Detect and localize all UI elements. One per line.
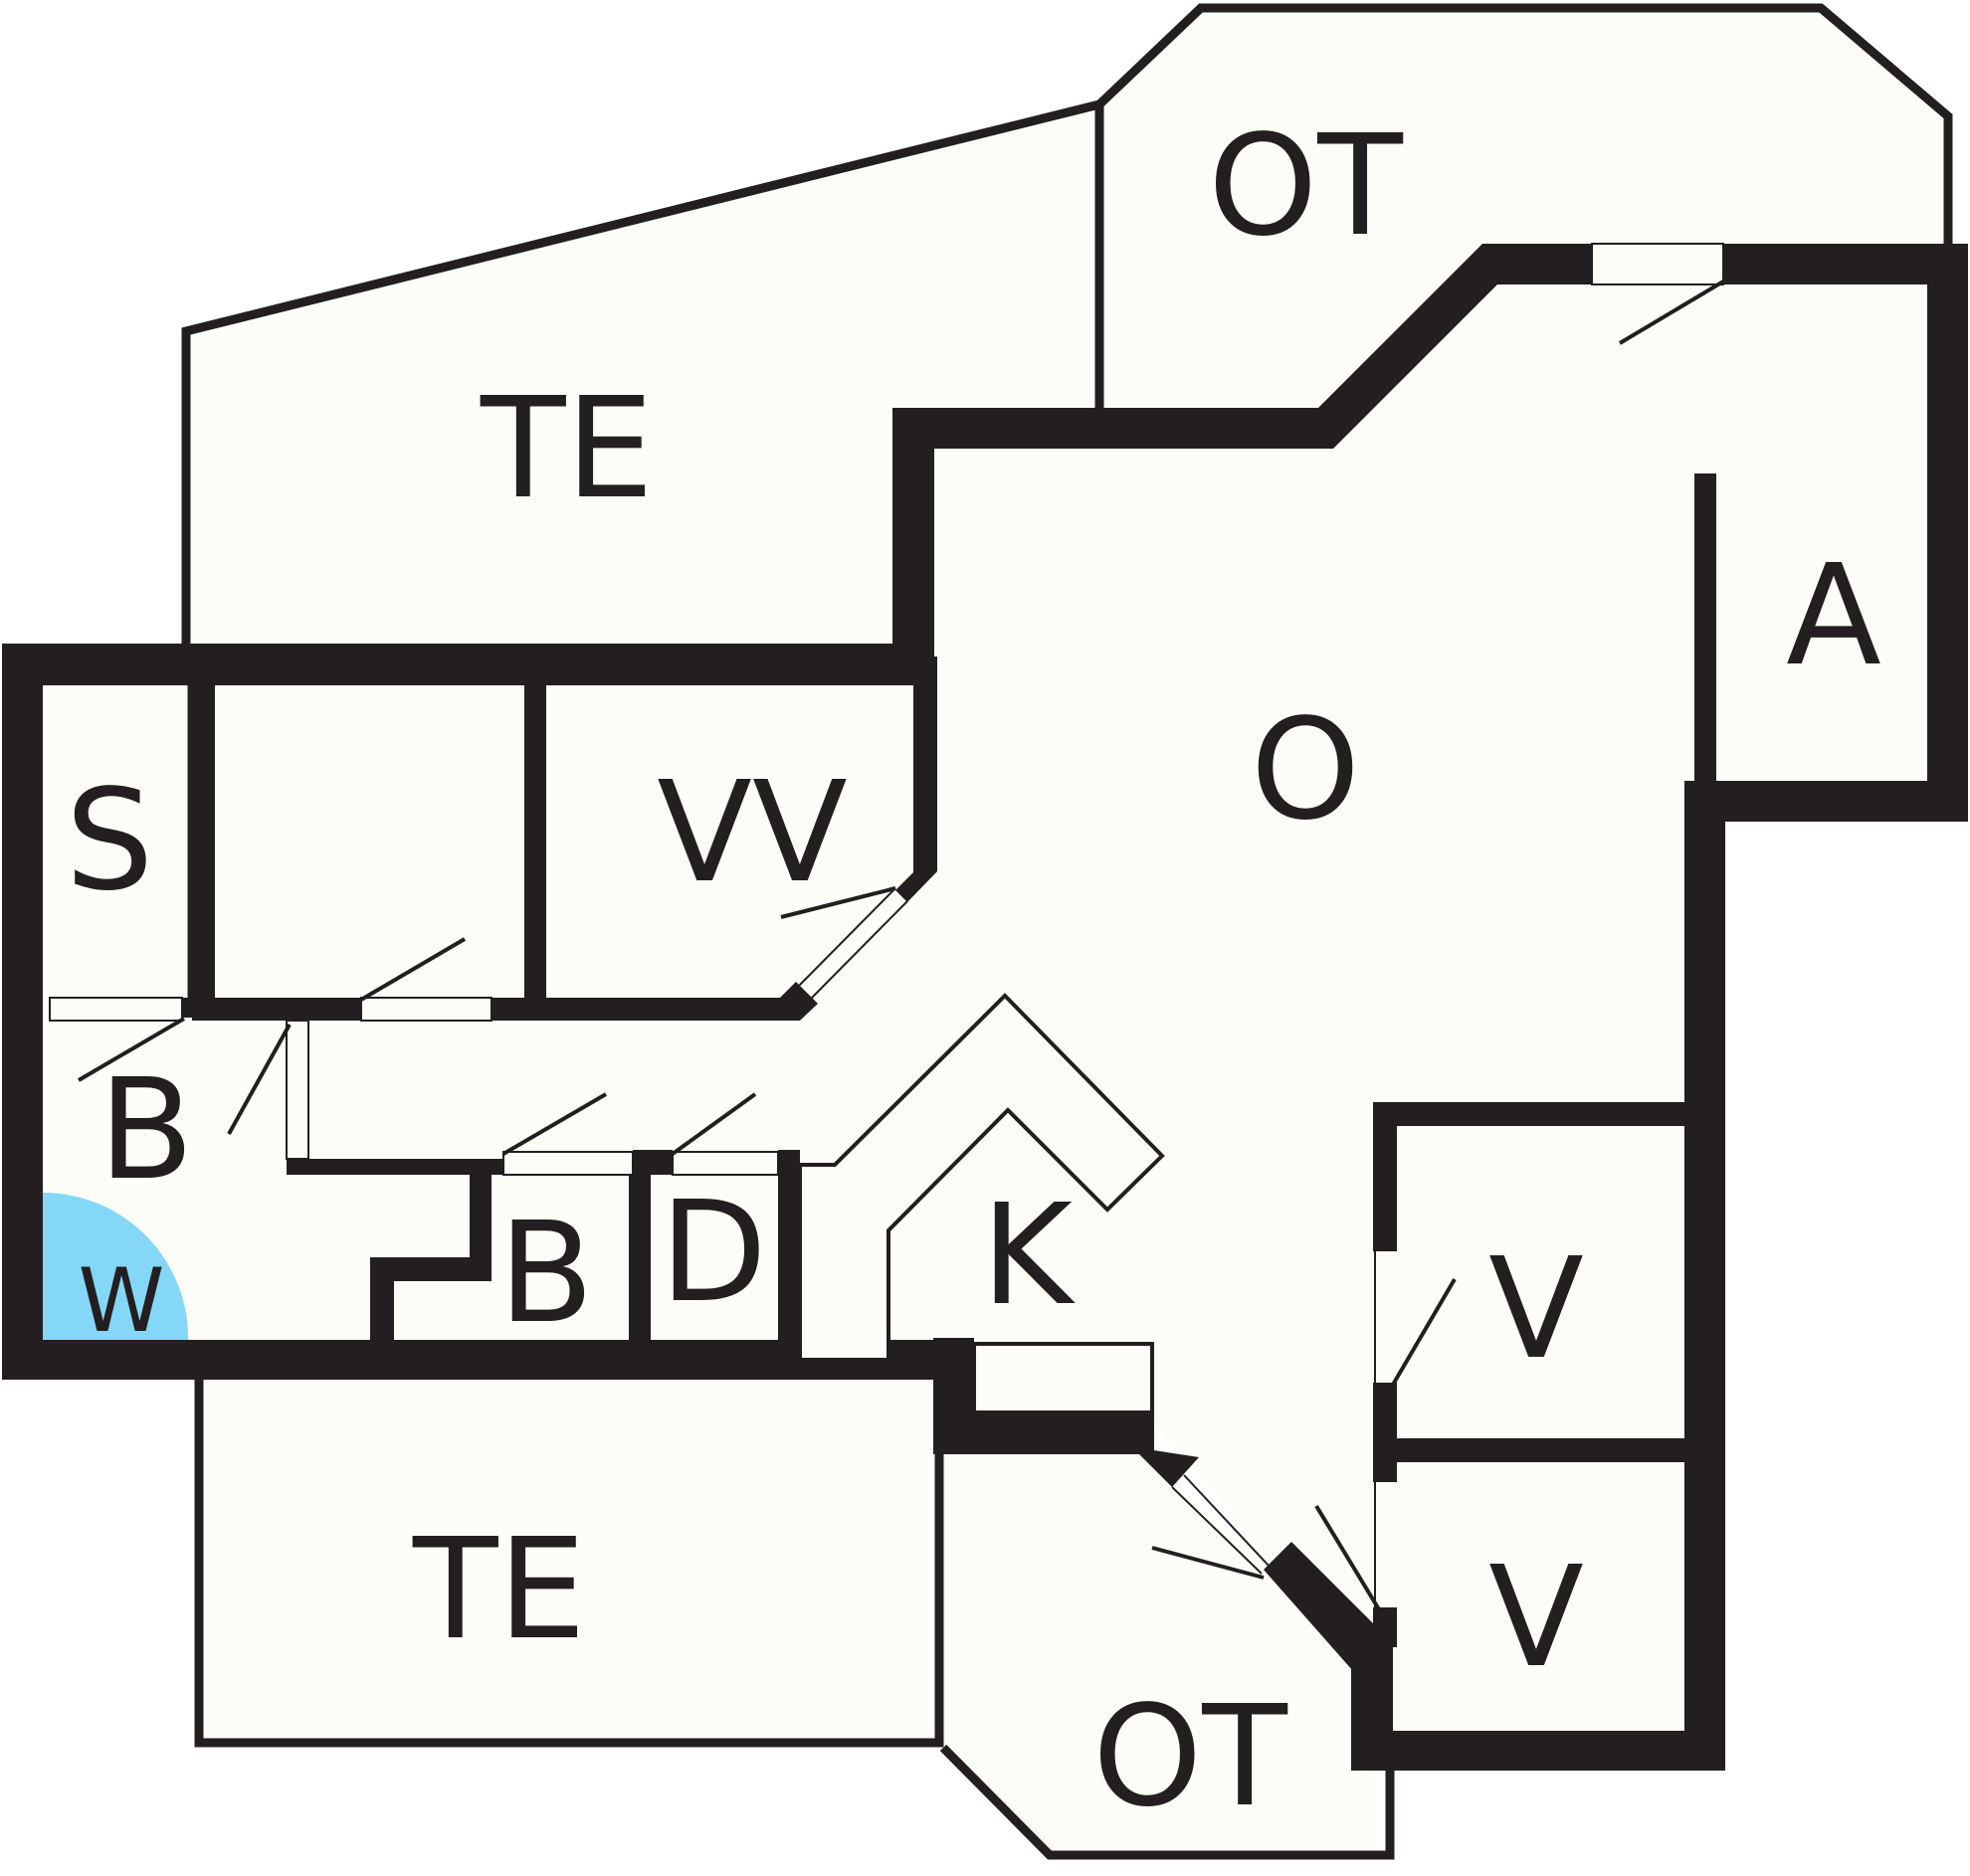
balcony-top-outline — [1095, 3, 1953, 244]
room-labels: TE OT A O S VV B W B D K V V TE OT — [66, 105, 1881, 1838]
wall-closet-divider-a — [524, 676, 546, 1003]
wall-bath-small-west — [370, 1257, 394, 1360]
wall-diag-balcony-b — [1264, 1542, 1381, 1671]
threshold-vv-b — [810, 900, 908, 1000]
terrace-top-outline — [181, 99, 1101, 663]
kitchen-counters — [798, 993, 1165, 1414]
wall-utility-south — [1684, 781, 1968, 822]
door-openings — [49, 243, 1724, 1176]
label-bathroom-main: B — [98, 1049, 194, 1212]
label-storage: S — [66, 760, 154, 922]
door-leaf-bath-main — [227, 1024, 292, 1135]
terrace-top-area — [186, 104, 1099, 663]
wall-corridor-north-diag — [780, 982, 818, 1021]
wall-living-west — [892, 408, 934, 663]
label-wardrobe: W — [78, 1249, 164, 1352]
wall-shower-east — [778, 1175, 800, 1360]
wall-east-lower — [1684, 781, 1725, 1771]
threshold-balcony-bottom-b — [1183, 1474, 1271, 1568]
wall-north-wing — [2, 644, 933, 685]
door-thresholds — [797, 887, 1376, 1607]
wall-corridor-north-a — [192, 998, 361, 1021]
wall-diag-balcony-a — [1112, 1427, 1199, 1487]
wall-bedroom-upper-west-a — [1373, 1102, 1397, 1251]
wall-living-north — [892, 244, 1592, 449]
thick-walls — [2, 244, 1968, 1771]
terrace-bottom-outline — [194, 1360, 944, 1748]
balcony-bottom-area — [943, 1454, 1375, 1855]
wall-north-east — [1723, 244, 1947, 284]
door-gap-shower — [672, 1151, 779, 1176]
wall-bedroom-upper-west-b — [1373, 1383, 1397, 1482]
door-leaf-shower — [671, 1092, 757, 1156]
wall-kitchen-notch — [933, 1338, 974, 1454]
wall-east — [1927, 244, 1968, 822]
kitchen-cabinet — [972, 1342, 1154, 1414]
wall-bedroom-divider — [1393, 1438, 1685, 1462]
wall-vv-east — [895, 657, 937, 902]
label-balcony-bottom: OT — [1092, 1676, 1287, 1838]
wall-utility-west — [1694, 473, 1716, 781]
door-gap-storage — [49, 997, 183, 1022]
label-kitchen: K — [981, 1175, 1076, 1337]
label-balcony-top: OT — [1208, 105, 1403, 268]
wall-bath-main-jamb — [182, 998, 202, 1018]
wall-corridor-south-b — [633, 1150, 673, 1175]
door-leaf-bedroom-lower — [1314, 1504, 1381, 1611]
label-bedroom-upper: V — [1488, 1228, 1584, 1391]
door-leaf-balcony-top — [1618, 280, 1725, 345]
label-utility-room: A — [1786, 535, 1881, 697]
door-gap-bath-main — [286, 1020, 309, 1160]
label-bathroom-small: B — [498, 1193, 594, 1355]
kitchen-island — [798, 993, 1165, 1362]
threshold-balcony-bottom-a — [1171, 1486, 1263, 1575]
label-living-room: O — [1251, 689, 1360, 851]
wall-bedroom-upper-north — [1373, 1102, 1685, 1126]
wall-corridor-south-c — [778, 1150, 800, 1175]
door-leaf-bedroom-upper — [1391, 1277, 1457, 1387]
label-terrace-top: TE — [480, 368, 654, 530]
door-leaf-storage — [77, 1017, 186, 1082]
door-leaf-bath-small — [501, 1092, 608, 1156]
label-terrace-bottom: TE — [412, 1509, 586, 1671]
door-leaf-closet — [359, 937, 467, 1002]
door-gap-closet — [360, 997, 492, 1022]
thin-walls — [181, 3, 1953, 1860]
wall-bedrooms-south — [1351, 1731, 1725, 1771]
door-leaf-vv — [780, 886, 896, 919]
label-shower: D — [660, 1172, 767, 1334]
wall-corridor-north-b — [492, 998, 790, 1021]
floor-areas — [22, 8, 1948, 1855]
balcony-top-area — [1099, 8, 1948, 408]
wall-shower-west — [629, 1175, 651, 1360]
label-bedroom-lower: V — [1488, 1537, 1584, 1699]
door-gap-bath-small — [502, 1151, 634, 1176]
terrace-bottom-area — [199, 1360, 939, 1743]
wardrobe-fixture — [43, 1193, 189, 1340]
door-swings — [77, 280, 1725, 1611]
door-gap-balcony-top — [1591, 243, 1724, 285]
wall-closet-divider-b — [192, 676, 215, 1003]
wall-bath-small-north — [470, 1175, 492, 1281]
wall-west — [2, 644, 43, 1380]
door-leaf-balcony-bottom — [1151, 1546, 1265, 1580]
wall-corridor-south-a — [287, 1159, 503, 1175]
label-walk-in-closet: VV — [657, 752, 848, 914]
threshold-vv-a — [797, 887, 896, 988]
balcony-bottom-outline — [939, 1744, 1395, 1860]
interior-area — [22, 264, 1948, 1753]
